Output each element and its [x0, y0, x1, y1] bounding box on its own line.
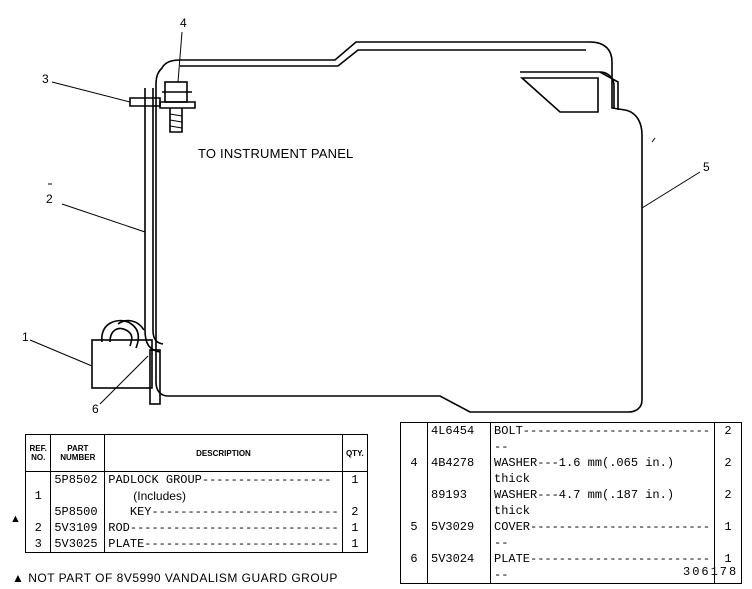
header-qty: QTY. — [342, 434, 368, 472]
bolt-thread — [169, 113, 183, 129]
cover-slot-edge — [599, 71, 619, 110]
callout-6: 6 — [92, 402, 99, 416]
callout-2: 2 — [46, 192, 53, 206]
table-row: 4L6454 BOLT---------------------------- … — [400, 422, 742, 455]
figure-number: 306178 — [683, 565, 739, 579]
table-row: 5P8502 PADLOCK GROUP------------------ 1 — [25, 471, 368, 488]
parts-table-left: REF. NO. PART NUMBER DESCRIPTION QTY. 5P… — [25, 434, 368, 553]
leader-6 — [99, 355, 149, 405]
table-filler-row — [400, 583, 742, 584]
table-row: 5P8500 KEY-------------------------- 2 — [25, 504, 368, 520]
table-row: 3 5V3025 PLATE--------------------------… — [25, 536, 368, 553]
leader-3 — [51, 81, 131, 103]
table-row: 4 4B4278 WASHER---1.6 mm(.065 in.) thick… — [400, 455, 742, 487]
leader-1 — [29, 339, 93, 367]
padlock-hasp — [117, 319, 145, 331]
footnote: ▲ NOT PART OF 8V5990 VANDALISM GUARD GRO… — [12, 571, 338, 585]
leader-2 — [61, 203, 146, 233]
callout-3: 3 — [42, 72, 49, 86]
table-row: 1 (Includes) — [25, 488, 368, 504]
cover-slot-inner — [519, 77, 599, 113]
cover-outline — [155, 41, 643, 413]
table-row: 6 5V3024 PLATE--------------------------… — [400, 551, 742, 583]
leader-5 — [641, 171, 701, 209]
not-part-marker: ▲ — [10, 513, 21, 525]
parts-table-right: 4L6454 BOLT---------------------------- … — [400, 422, 742, 584]
rod — [144, 88, 164, 353]
padlock-body — [91, 339, 153, 389]
table-row: 89193 WASHER---4.7 mm(.187 in.) thick 2 — [400, 487, 742, 519]
header-ref: REF. NO. — [25, 434, 52, 472]
cover-rim — [180, 49, 586, 67]
callout-5: 5 — [703, 160, 710, 174]
table-row: 2 5V3109 ROD----------------------------… — [25, 520, 368, 536]
vandalism-guard-diagram — [29, 31, 701, 413]
callout-1: 1 — [22, 330, 29, 344]
padlock-shackle — [101, 319, 140, 349]
header-desc: DESCRIPTION — [104, 434, 343, 472]
panel-label: TO INSTRUMENT PANEL — [198, 146, 354, 161]
plate-6 — [149, 349, 161, 405]
leader-4 — [177, 31, 183, 83]
callout-4: 4 — [180, 16, 187, 30]
table-row: 5 5V3029 COVER--------------------------… — [400, 519, 742, 551]
tick-mark — [651, 137, 656, 143]
washer-upper — [159, 101, 196, 109]
header-part: PART NUMBER — [50, 434, 106, 472]
